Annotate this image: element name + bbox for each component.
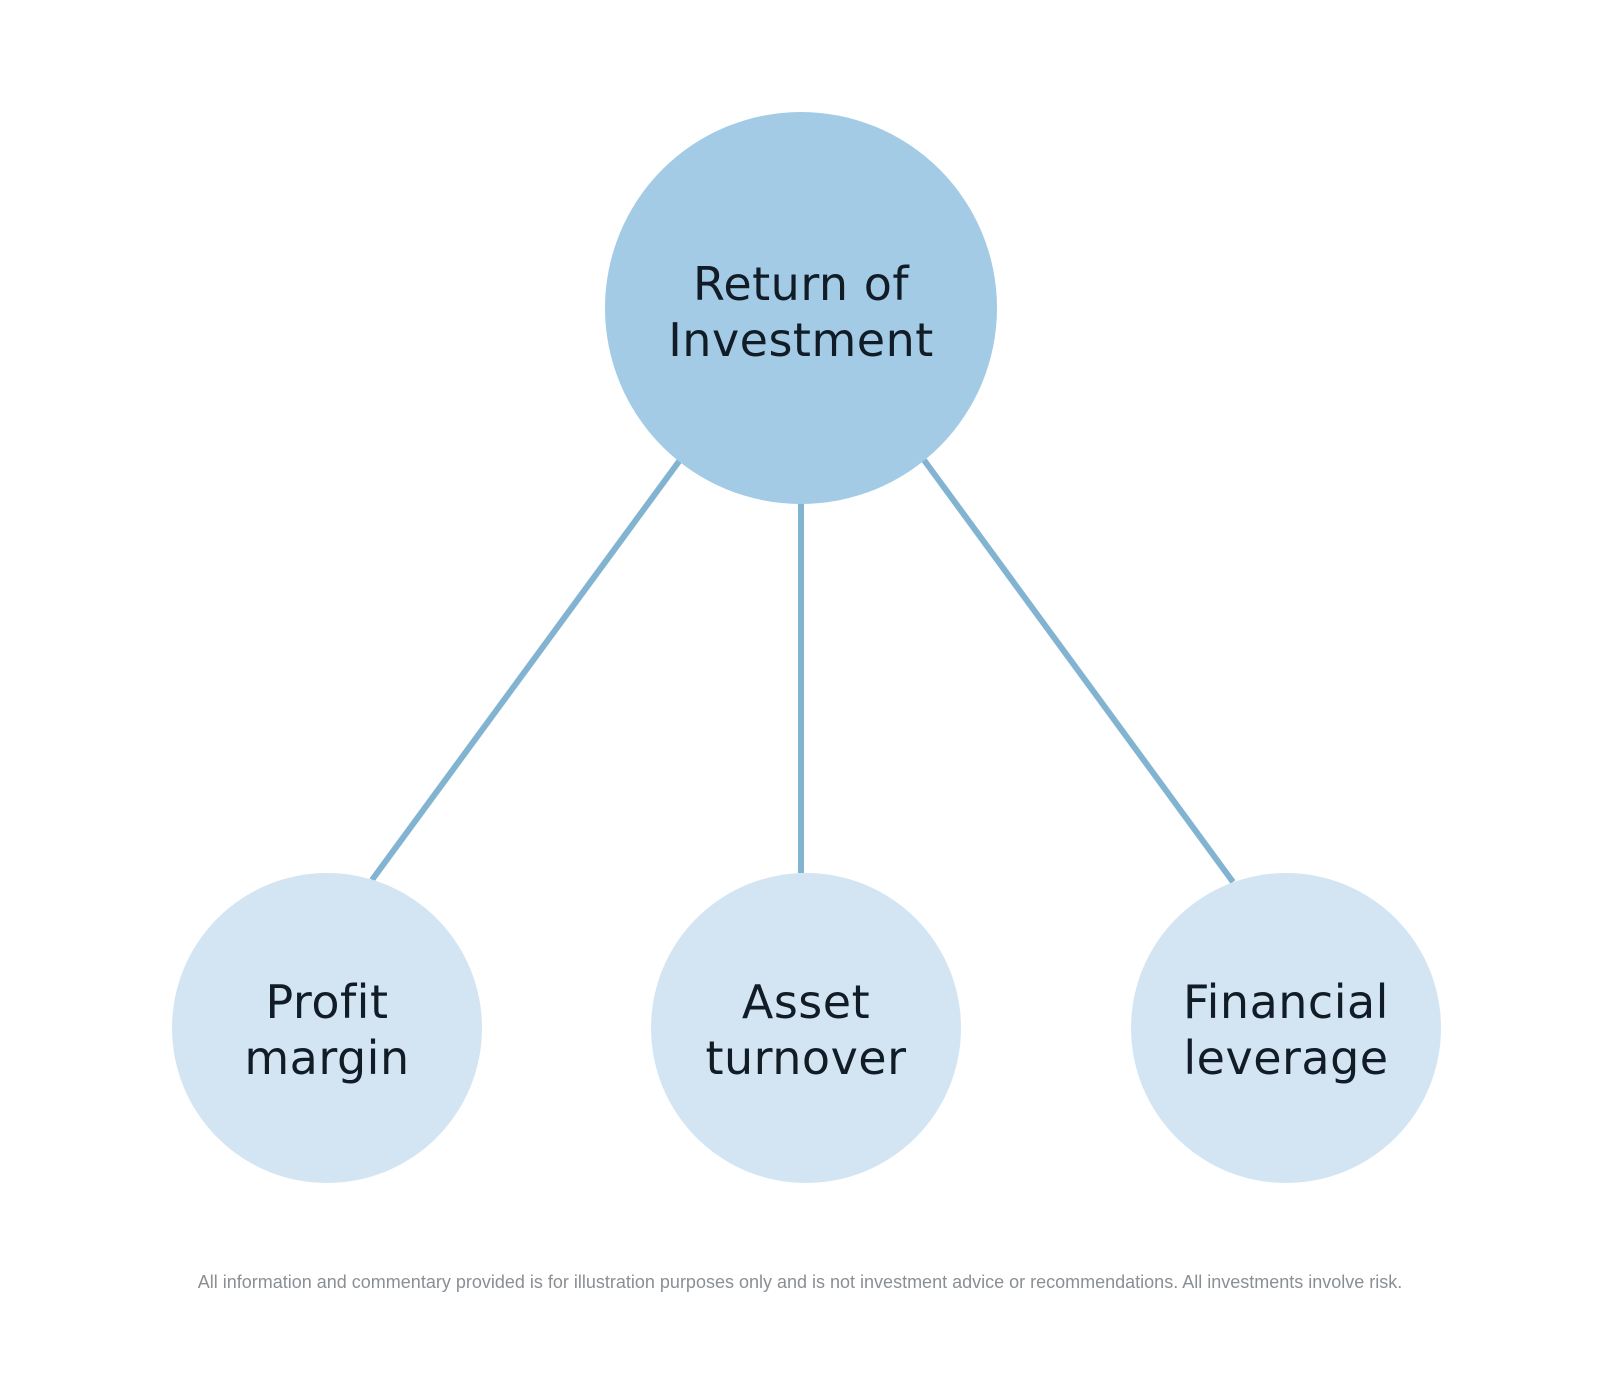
node-label-line-1: Asset [741,974,871,1029]
node-label: Return of Investment [668,256,934,368]
node-label: Asset turnover [705,974,906,1086]
connector-root-to-profit-margin [369,458,683,882]
disclaimer-text: All information and commentary provided … [197,1272,1403,1292]
node-return-of-investment: Return of Investment [605,112,997,504]
node-label-line-2: turnover [705,1031,907,1085]
node-label-line-2: Investment [668,313,934,367]
node-label-line-1: Financial [1183,974,1389,1029]
node-label-line-1: Profit [265,974,389,1029]
node-label-line-1: Return of [692,256,910,311]
node-label-line-2: leverage [1183,1031,1389,1085]
node-label: Financial leverage [1183,974,1389,1086]
node-label: Profit margin [244,974,409,1086]
node-label-line-2: margin [244,1031,410,1085]
node-profit-margin: Profit margin [172,873,482,1183]
node-financial-leverage: Financial leverage [1131,873,1441,1183]
connector-root-to-financial-leverage [921,458,1236,884]
node-asset-turnover: Asset turnover [651,873,961,1183]
